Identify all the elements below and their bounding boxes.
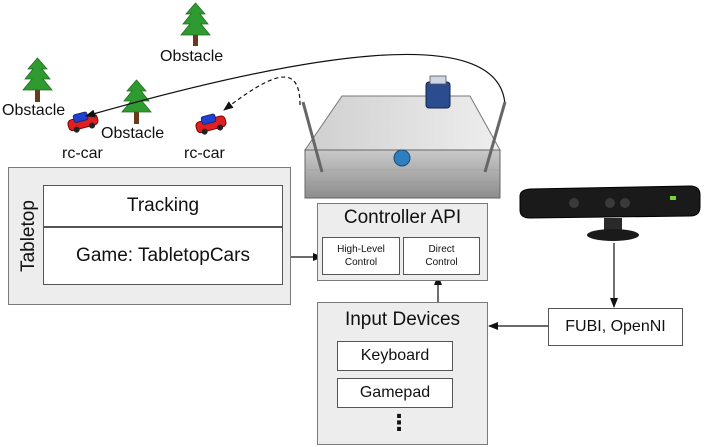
gamepad-box: Gamepad	[337, 378, 453, 408]
rc-car-label: rc-car	[62, 145, 103, 162]
direct-control-box: Direct Control	[403, 237, 480, 275]
controller-api-title: Controller API	[343, 207, 462, 228]
obstacle-label: Obstacle	[101, 125, 165, 142]
rc-car-icon	[67, 111, 99, 133]
direct-control-label: Direct Control	[425, 244, 458, 268]
input-devices-title: Input Devices	[344, 309, 461, 330]
high-level-control-label: High-Level Control	[337, 244, 385, 268]
input-devices-panel	[317, 302, 488, 445]
radio-link-solid	[85, 53, 506, 118]
tree-icon	[180, 2, 211, 46]
fubi-openni-box: FUBI, OpenNI	[548, 308, 683, 346]
more-devices-ellipsis: ⋮	[388, 410, 410, 435]
rc-car-label: rc-car	[184, 145, 225, 162]
arduino-controller-device	[301, 75, 507, 199]
rc-car-icon	[195, 113, 227, 135]
obstacle-label: Obstacle	[160, 48, 224, 65]
game-box: Game: TabletopCars	[43, 227, 283, 285]
tracking-box: Tracking	[43, 185, 283, 227]
keyboard-box: Keyboard	[337, 341, 453, 371]
obstacle-label: Obstacle	[2, 102, 66, 119]
high-level-control-box: High-Level Control	[322, 237, 400, 275]
tabletop-title: Tabletop	[18, 200, 39, 272]
radio-link-dashed	[223, 76, 301, 111]
kinect-sensor-icon	[519, 185, 701, 241]
tree-icon	[22, 57, 53, 102]
